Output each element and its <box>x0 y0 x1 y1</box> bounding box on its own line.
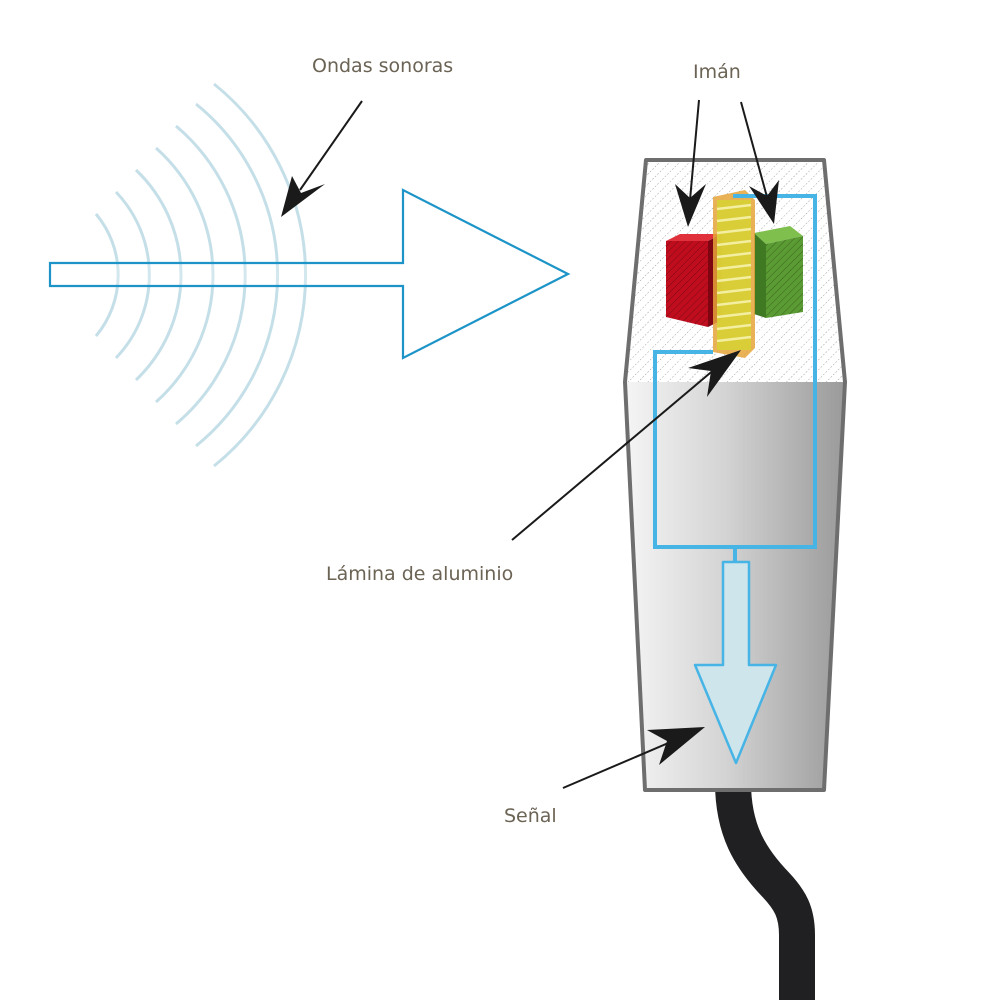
magnet-label: Imán <box>693 61 741 83</box>
magnet-pointers <box>675 99 779 227</box>
aluminum-foil <box>713 190 755 358</box>
waves-pointer <box>281 100 363 217</box>
magnet-green <box>754 226 803 318</box>
foil-pointer <box>511 350 741 541</box>
sound-waves <box>94 82 308 468</box>
aluminum-foil-label: Lámina de aluminio <box>326 563 514 585</box>
signal-arrow <box>693 560 778 765</box>
signal-label: Señal <box>504 805 557 827</box>
cable <box>715 781 815 1000</box>
sound-direction-arrow <box>48 188 571 360</box>
sound-waves-label: Ondas sonoras <box>312 55 454 77</box>
signal-pointer <box>562 727 705 789</box>
